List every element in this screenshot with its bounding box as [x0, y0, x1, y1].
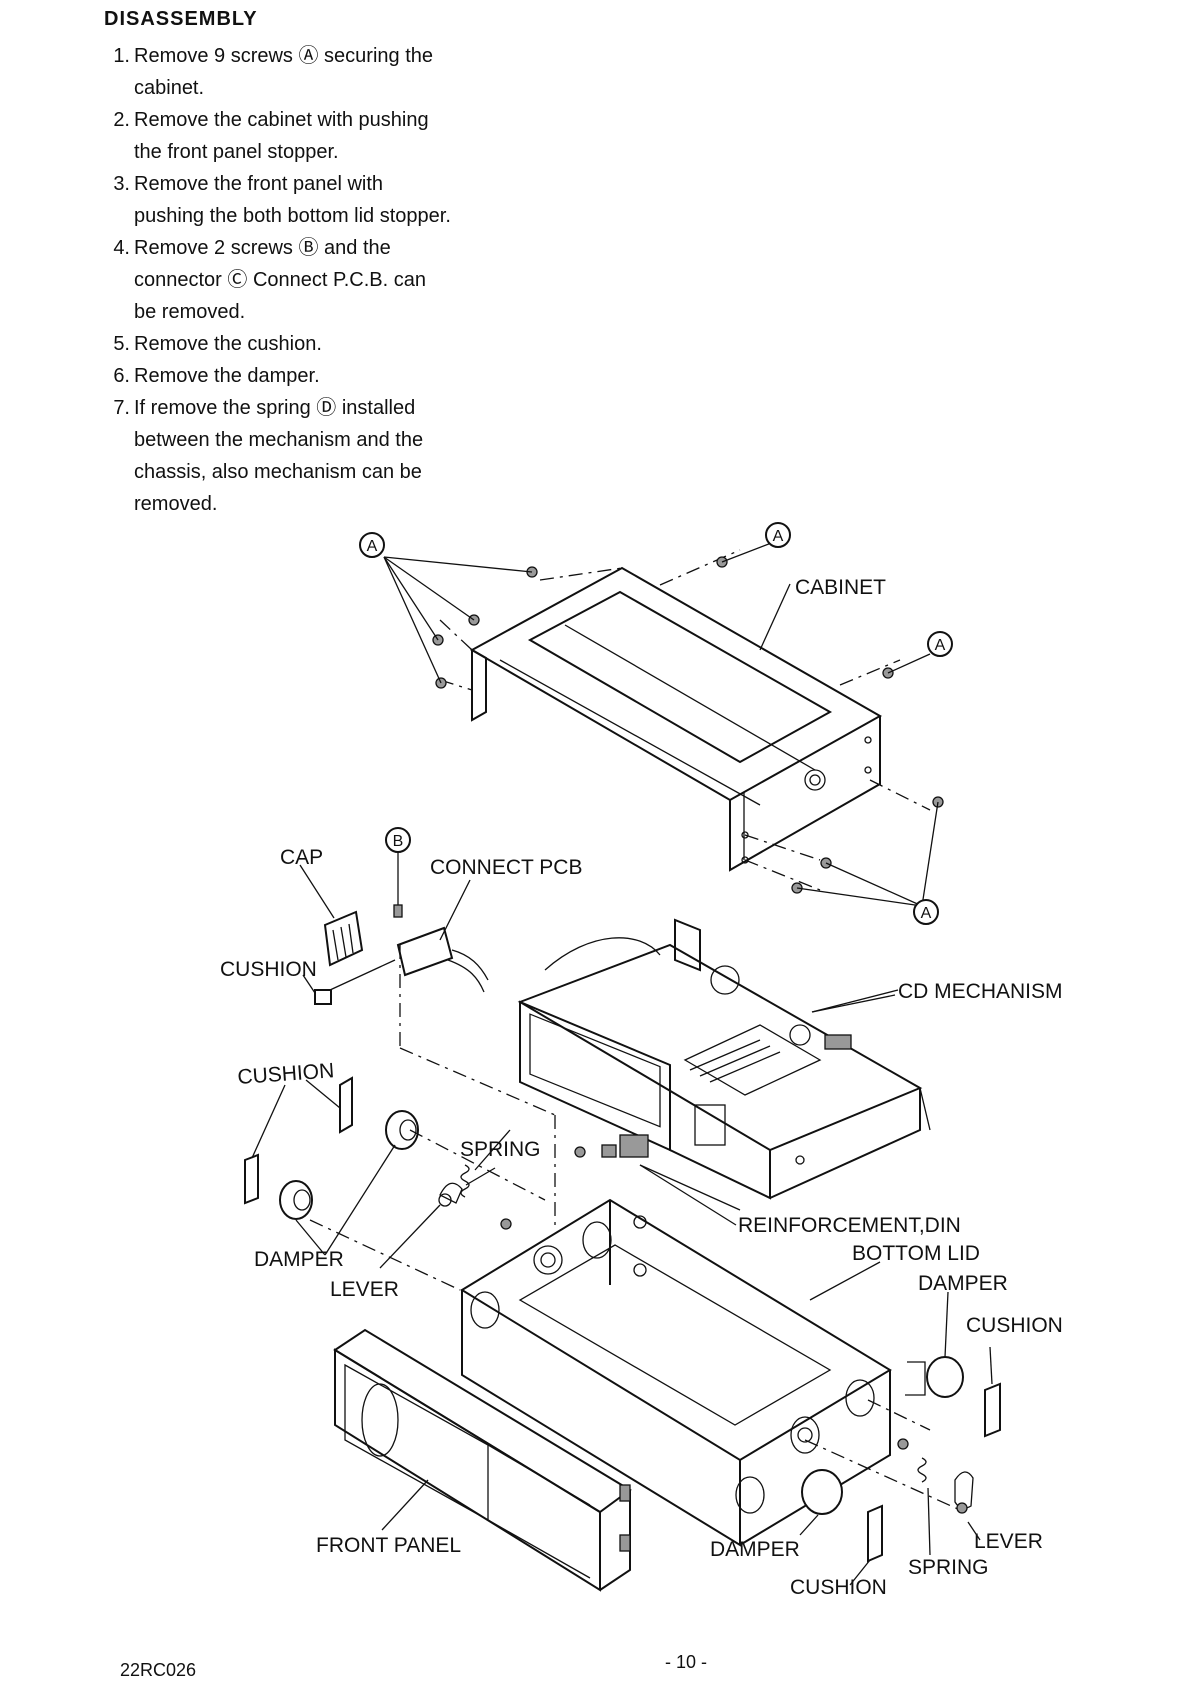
document-code: 22RC026	[120, 1660, 197, 1680]
cabinet-drawing	[439, 549, 931, 891]
callout-a-letter: A	[935, 637, 946, 654]
label-lever: LEVER	[330, 1278, 399, 1301]
step-number: 5.	[113, 333, 130, 355]
screw-icons-cabinet	[432, 556, 944, 894]
cap-and-pcb-drawing	[299, 864, 489, 1005]
step-number: 2.	[113, 109, 130, 131]
label-cushion: CUSHION	[790, 1576, 887, 1599]
bottom-lid-drawing	[460, 1198, 961, 1547]
disassembly-steps: 1.Remove 9 screws Ⓐ securing the cabinet…	[104, 40, 504, 520]
label-spring: SPRING	[460, 1138, 541, 1161]
label-spring: SPRING	[908, 1556, 989, 1579]
section-title: DISASSEMBLY	[104, 8, 258, 30]
label-lever: LEVER	[974, 1530, 1043, 1553]
leader-cabinet	[759, 583, 791, 651]
callout-a-2: A	[765, 522, 791, 548]
callout-a-4: A	[913, 899, 939, 925]
leader-spring	[465, 1167, 496, 1186]
callout-a-3: A	[927, 631, 953, 657]
leader-cd-mechanism	[811, 989, 899, 1013]
step-number: 7.	[113, 397, 130, 419]
spring-and-reinforcement-drawing	[399, 945, 741, 1230]
step-item: 7.If remove the spring Ⓓ installed betwe…	[104, 392, 504, 520]
label-damper: DAMPER	[254, 1248, 344, 1271]
step-item: 2.Remove the cabinet with pushing the fr…	[104, 104, 504, 168]
label-cushion: CUSHION	[966, 1314, 1063, 1337]
callout-a-letter: A	[773, 528, 784, 545]
step-text: If remove the spring Ⓓ installed between…	[134, 397, 424, 515]
step-text: Remove the front panel with pushing the …	[134, 173, 451, 227]
right-parts-drawing	[799, 1291, 1001, 1586]
label-damper: DAMPER	[710, 1538, 800, 1561]
step-number: 6.	[113, 365, 130, 387]
step-item: 5.Remove the cushion.	[104, 328, 504, 360]
step-number: 4.	[113, 237, 130, 259]
label-cap: CAP	[280, 846, 323, 869]
label-damper: DAMPER	[918, 1272, 1008, 1295]
label-cushion: CUSHION	[237, 1059, 335, 1089]
label-cushion: CUSHION	[220, 958, 317, 981]
callout-a-letter: A	[367, 538, 378, 555]
label-reinforcement-din: REINFORCEMENT,DIN	[738, 1214, 961, 1237]
callout-b-letter: B	[393, 833, 404, 850]
step-text: Remove 9 screws Ⓐ securing the cabinet.	[134, 45, 434, 99]
callout-a-1: A	[359, 532, 385, 558]
callout-a-letter: A	[921, 905, 932, 922]
page-number: - 10 -	[665, 1652, 708, 1672]
front-panel-drawing	[333, 1328, 632, 1592]
step-item: 3.Remove the front panel with pushing th…	[104, 168, 504, 232]
leader-reinforcement	[639, 1164, 737, 1226]
step-text: Remove the cushion.	[134, 333, 322, 355]
step-item: 4.Remove 2 screws Ⓑ and the connector Ⓒ …	[104, 232, 504, 328]
label-bottom-lid: BOTTOM LID	[852, 1242, 980, 1265]
step-text: Remove the damper.	[134, 365, 320, 387]
label-cabinet: CABINET	[795, 576, 886, 599]
callout-b: B	[385, 827, 411, 918]
callout-a-group: A A A A	[359, 522, 953, 925]
label-cd-mechanism: CD MECHANISM	[898, 980, 1063, 1003]
label-connect-pcb: CONNECT PCB	[430, 856, 582, 879]
step-text: Remove 2 screws Ⓑ and the connector Ⓒ Co…	[134, 237, 427, 323]
step-item: 1.Remove 9 screws Ⓐ securing the cabinet…	[104, 40, 504, 104]
left-cushions-dampers	[244, 1076, 546, 1291]
step-number: 3.	[113, 173, 130, 195]
cd-mechanism-drawing	[517, 918, 931, 1200]
step-number: 1.	[113, 45, 130, 67]
step-text: Remove the cabinet with pushing the fron…	[134, 109, 429, 163]
step-item: 6.Remove the damper.	[104, 360, 504, 392]
label-front-panel: FRONT PANEL	[316, 1534, 461, 1557]
